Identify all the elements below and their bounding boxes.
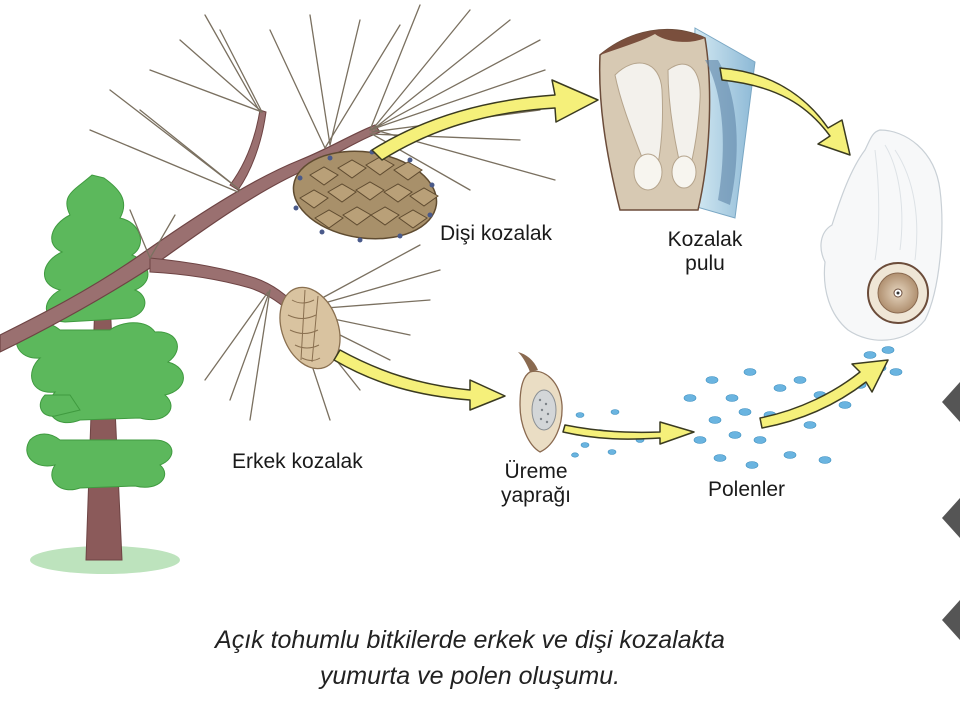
pollen-sac [531,389,557,431]
arrow-male-cone-to-leaf [333,349,506,411]
male-cone-label: Erkek kozalak [232,450,363,474]
male-cone-scales [287,289,321,363]
ovule-wing-lines [874,144,918,261]
pollen-label-text: Polenler [708,478,786,501]
cone-scale-label-line1: Kozalak [667,228,743,251]
tree-foliage [15,174,184,491]
arrow-pollen-to-ovule [759,359,889,429]
caption-line2: yumurta ve polen oluşumu. [319,662,621,690]
reproductive-leaf-label-line2: yaprağı [500,484,572,507]
caption-line1: Açık tohumlu bitkilerde erkek ve dişi ko… [215,626,725,654]
male-cone [279,286,341,370]
female-cone [292,149,439,243]
flow-arrows [333,67,889,445]
ovule-illustration [820,129,943,341]
pine-tree [15,174,184,574]
reproductive-leaf-label: Üreme yaprağı [476,460,596,508]
cone-scale-label: Kozalak pulu [645,228,765,276]
female-cone-label: Dişi kozalak [440,222,552,246]
egg-nucleus [896,291,900,295]
upper-twig [229,109,267,191]
reproductive-leaf-label-line1: Üreme [504,460,568,483]
side-marker-2 [942,498,960,538]
female-cone-label-text: Dişi kozalak [440,222,553,245]
female-cone-scales [299,156,439,229]
female-cone-tips [293,149,435,243]
cone-scale-illustration [598,27,756,219]
figure-caption: Açık tohumlu bitkilerde erkek ve dişi ko… [40,622,900,694]
arrow-female-cone-to-scale [371,79,599,161]
side-marker-3 [942,600,960,640]
reproductive-leaf-tip [518,352,538,372]
reproductive-leaf [518,352,563,453]
cone-scale-dark-edge [705,60,737,205]
cone-scale-top [600,29,705,55]
lower-twig [149,257,301,317]
arrow-scale-to-ovule [719,67,851,156]
male-cone-label-text: Erkek kozalak [232,450,363,473]
pollen-sac-dots [538,398,550,424]
ovule-left [633,153,663,191]
pollen-label: Polenler [708,478,785,502]
male-cone-body [279,286,341,370]
ovule-right [671,155,697,189]
arrow-leaf-to-pollen [562,421,695,445]
side-marker-1 [942,382,960,422]
cone-scale-label-line2: pulu [685,252,725,275]
seed-wing-right [667,63,701,187]
